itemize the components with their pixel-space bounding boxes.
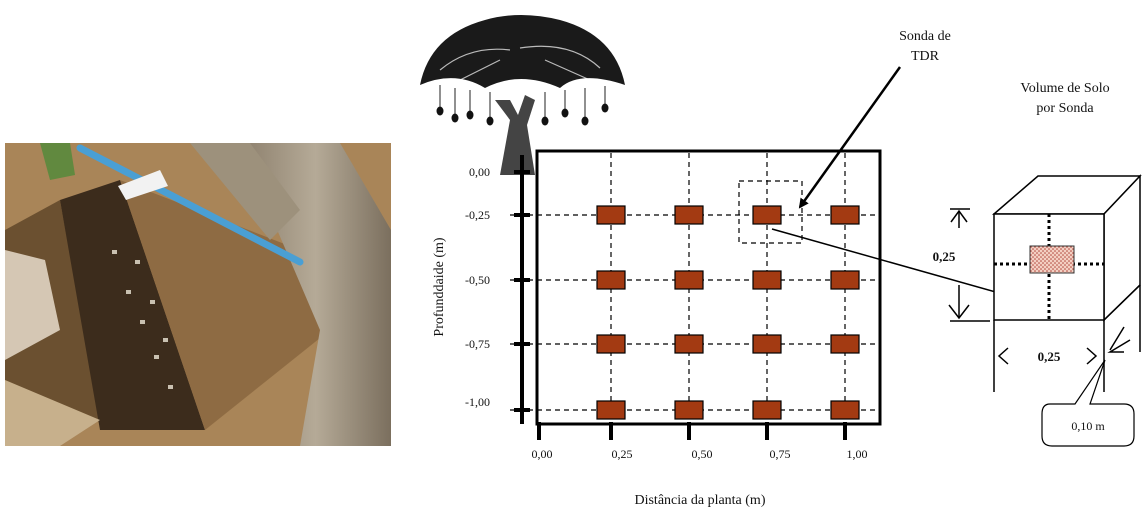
- x-tick-label: 0,00: [532, 447, 553, 461]
- y-axis-title: Profunddaide (m): [432, 237, 447, 336]
- tdr-probe: [753, 271, 781, 289]
- tdr-probe: [597, 271, 625, 289]
- volume-title: por Sonda: [1036, 101, 1094, 116]
- x-axis-title: Distância da planta (m): [634, 493, 765, 508]
- tdr-probe: [675, 401, 703, 419]
- tdr-probe: [753, 401, 781, 419]
- tdr-probe: [597, 335, 625, 353]
- tdr-probe: [753, 335, 781, 353]
- volume-title: Volume de Solo: [1020, 81, 1109, 96]
- y-tick-label: -0,25: [465, 208, 490, 222]
- tdr-probe: [831, 335, 859, 353]
- y-tick-label: 0,00: [469, 165, 490, 179]
- y-tick-label: -1,00: [465, 395, 490, 409]
- y-tick-label: -0,75: [465, 337, 490, 351]
- x-tick-label: 0,25: [612, 447, 633, 461]
- tdr-probe: [597, 401, 625, 419]
- tdr-probe: [831, 206, 859, 224]
- probe-grid-diagram: 0,00 -0,25 -0,50 -0,75 -1,00 0,00 0,25 0…: [432, 29, 1017, 508]
- y-tick-label: -0,50: [465, 273, 490, 287]
- probe-label: Sonda de: [899, 29, 951, 44]
- grid-frame: [537, 151, 880, 424]
- depth-label: 0,10 m: [1071, 419, 1105, 433]
- tdr-probe: [831, 401, 859, 419]
- tdr-probe: [675, 271, 703, 289]
- soil-volume-box: Volume de Solo por Sonda 0,25 0,25 0,10 …: [933, 81, 1140, 446]
- probe-label: TDR: [911, 49, 940, 64]
- x-tick-label: 0,75: [770, 447, 791, 461]
- tdr-probe: [753, 206, 781, 224]
- x-tick-label: 1,00: [847, 447, 868, 461]
- width-label: 0,25: [1038, 349, 1061, 364]
- tdr-probe: [597, 206, 625, 224]
- tdr-probe: [675, 206, 703, 224]
- trench-photo: [5, 143, 391, 446]
- depth-callout-bubble: [1042, 360, 1134, 446]
- tdr-probe: [831, 271, 859, 289]
- tdr-probe: [675, 335, 703, 353]
- height-label: 0,25: [933, 249, 956, 264]
- x-tick-label: 0,50: [692, 447, 713, 461]
- box-probe-marker: [1030, 246, 1074, 273]
